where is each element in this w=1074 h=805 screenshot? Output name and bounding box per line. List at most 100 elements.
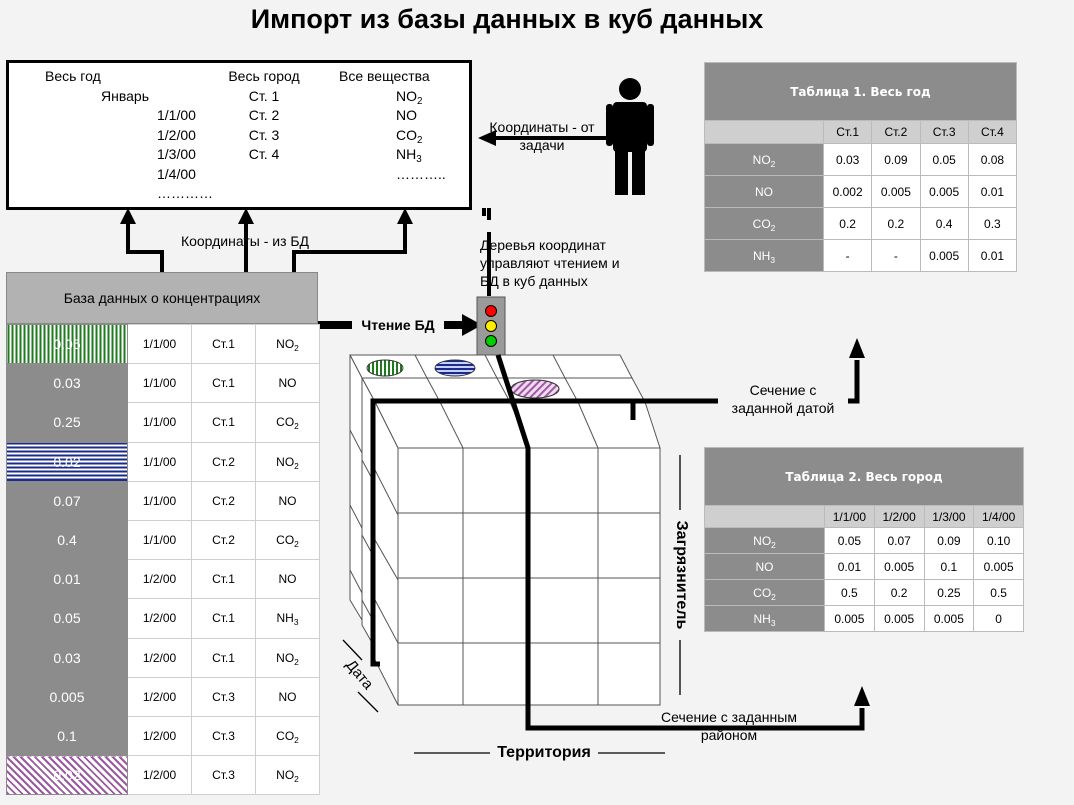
coord-city-item: Весь город <box>228 68 300 84</box>
table2-substance-sub: 2 <box>771 591 776 602</box>
db-date-cell: 1/1/00 <box>127 441 192 482</box>
table1-cell: 0.002 <box>822 175 873 208</box>
db-substance-base: NO <box>278 376 297 391</box>
table1-cell: - <box>871 239 921 272</box>
db-substance-cell: CO2 <box>255 519 320 561</box>
coord-substance-base: Все вещества <box>339 68 430 84</box>
coord-city-item: Ст. 2 <box>248 107 280 123</box>
table1-cell: 0.005 <box>871 175 921 208</box>
db-date-cell: 1/1/00 <box>127 323 192 365</box>
db-value-cell: 0.05 <box>6 323 128 365</box>
db-value-cell: 0.1 <box>6 715 128 757</box>
coord-city-item: Ст. 1 <box>248 87 280 104</box>
coord-substance-base: ……….. <box>396 165 446 182</box>
slice-region-label: Сечение с заданным районом <box>661 709 797 743</box>
coord-substance-sub: 2 <box>417 95 423 107</box>
table2-col-header: 1/1/00 <box>824 505 875 528</box>
table1-col-header: Ст.1 <box>822 120 873 144</box>
coord-substance-item: Все вещества <box>329 67 469 87</box>
coord-time-item: ………… <box>157 185 213 201</box>
db-substance-sub: 2 <box>294 421 299 432</box>
db-date-cell: 1/1/00 <box>127 480 192 521</box>
db-substance-cell: NH3 <box>255 598 320 639</box>
slice-date-label: Сечение с заданной датой <box>718 381 848 417</box>
db-substance-base: NO <box>278 493 297 508</box>
coord-substance-item: NO <box>329 106 469 126</box>
person-icon <box>606 78 654 195</box>
db-substance-sub: 2 <box>294 539 299 550</box>
db-date-cell: 1/2/00 <box>127 715 192 757</box>
db-substance-cell: NO2 <box>255 637 320 678</box>
traffic-light-icon <box>476 296 506 356</box>
table1-cell: 0.01 <box>967 175 1018 208</box>
db-value-cell: 0.005 <box>6 676 128 717</box>
table1-substance-base: NH <box>752 248 771 263</box>
table2-col-header: 1/3/00 <box>923 505 975 528</box>
coord-time-item: 1/4/00 <box>157 165 196 182</box>
slice-region-line <box>495 354 865 731</box>
db-station-cell: Ст.1 <box>191 402 256 443</box>
table1-substance-sub: 2 <box>770 222 776 233</box>
table2-cell: 0.005 <box>873 553 925 580</box>
coord-time-item: 1/1/00 <box>157 107 196 123</box>
axis-pollutant-label: Загрязнитель <box>673 520 690 630</box>
coord-substance-item: NO2 <box>329 87 469 107</box>
table1-cell: 0.03 <box>822 143 873 176</box>
db-to-coords-arrows <box>126 222 407 272</box>
db-substance-base: NO <box>276 650 295 665</box>
table2-cell: 0.005 <box>873 605 925 632</box>
db-substance-cell: CO2 <box>255 715 320 757</box>
db-date-cell: 1/2/00 <box>127 559 192 600</box>
db-date-cell: 1/2/00 <box>127 676 192 717</box>
table2-cell: 0.005 <box>923 605 975 632</box>
slice-date-line <box>370 360 860 667</box>
table2-row-header: CO2 <box>704 579 825 606</box>
coord-city-item: Ст. 3 <box>248 126 280 143</box>
table1-corner <box>704 120 824 144</box>
db-station-cell: Ст.1 <box>191 598 256 639</box>
db-substance-base: NO <box>278 689 297 704</box>
table2-corner <box>704 505 825 528</box>
table1-substance-sub: 2 <box>770 158 776 169</box>
table2-col-header: 1/4/00 <box>973 505 1024 528</box>
cube-cell-blue <box>434 359 476 377</box>
db-station-cell: Ст.1 <box>191 559 256 600</box>
table2-substance-base: NH <box>753 611 771 626</box>
table1-col-header: Ст.2 <box>871 120 921 144</box>
coord-substance-sub: 2 <box>417 134 423 146</box>
db-value-cell: 0.25 <box>6 402 128 443</box>
table1-cell: 0.2 <box>871 207 921 240</box>
data-cube <box>349 354 661 706</box>
table2-cell: 0.5 <box>973 579 1024 606</box>
db-substance-base: CO <box>276 533 295 548</box>
db-station-cell: Ст.3 <box>191 715 256 757</box>
table2-cell: 0.10 <box>973 527 1024 554</box>
table1-cell: 0.2 <box>822 207 873 240</box>
db-substance-base: NO <box>276 768 295 783</box>
db-substance-cell: NO2 <box>255 441 320 482</box>
arrow-head <box>462 314 482 336</box>
db-substance-cell: NO <box>255 363 320 404</box>
db-substance-sub: 2 <box>294 734 299 745</box>
table2-col-header: 1/2/00 <box>873 505 925 528</box>
read-db-label: Чтение БД <box>352 316 444 334</box>
arrow-head <box>849 338 865 358</box>
cube-cell-green <box>366 359 404 377</box>
table1-row-header: NO <box>704 175 824 208</box>
table2-substance-sub: 3 <box>770 617 776 628</box>
table2-cell: 0 <box>973 605 1024 632</box>
